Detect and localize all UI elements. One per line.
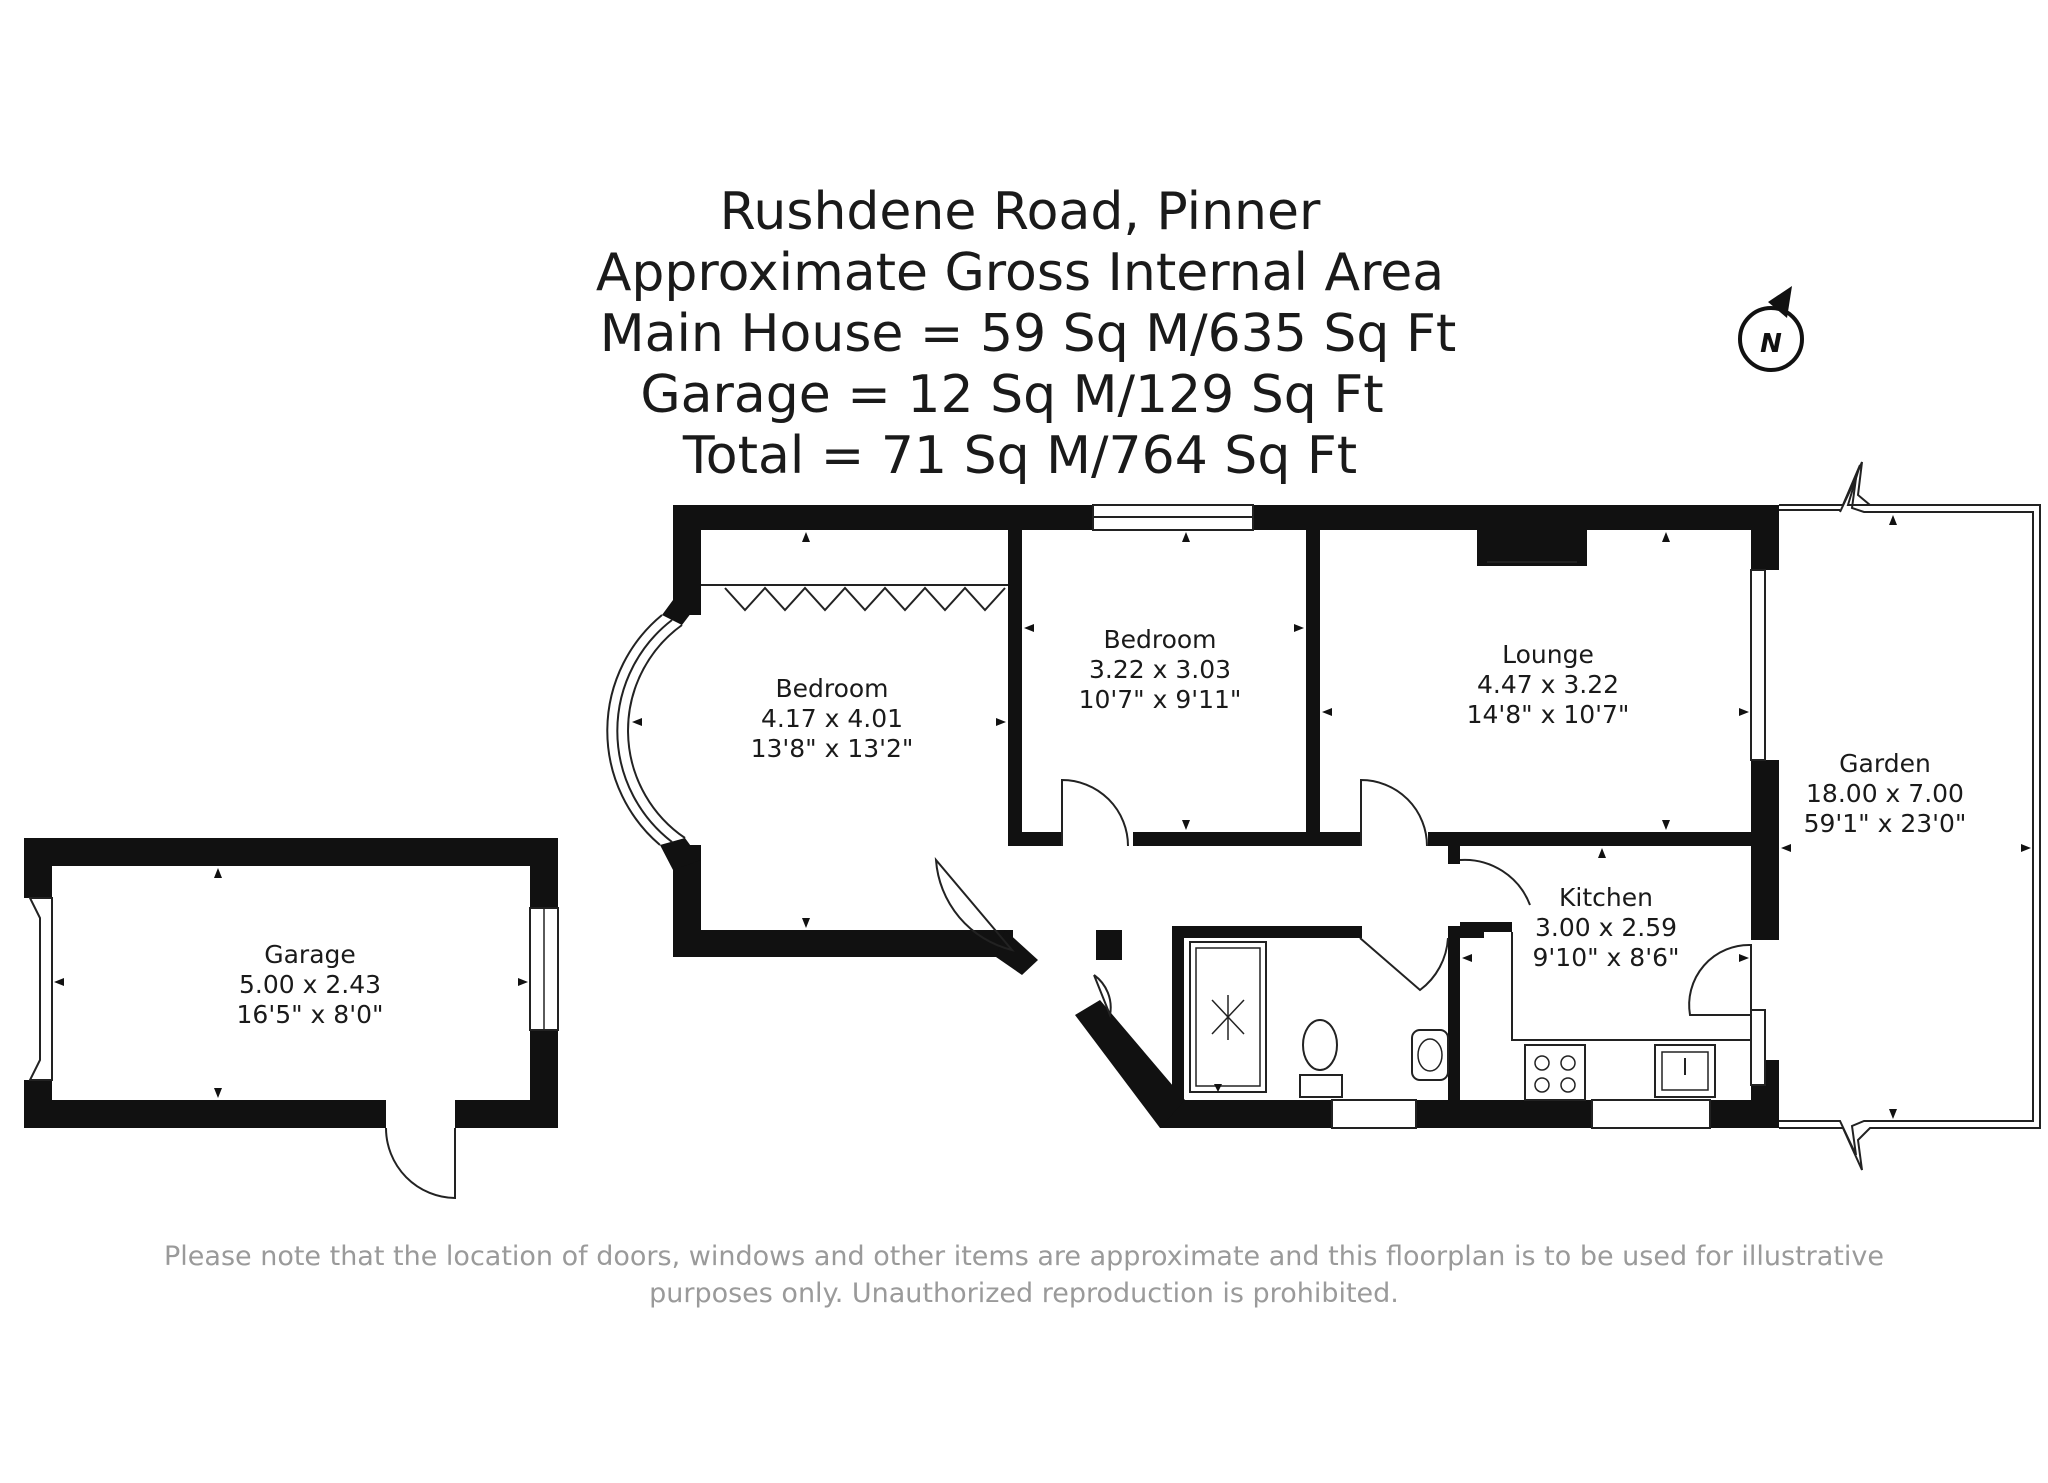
wall-bath-left	[1172, 926, 1184, 1100]
window-bath	[1331, 1099, 1417, 1129]
door-hall	[1093, 974, 1112, 1019]
wall-bath-top	[1172, 926, 1362, 938]
door-bed2	[1061, 778, 1129, 847]
door-kitchen	[1459, 858, 1531, 906]
wall-bay-top	[662, 600, 701, 625]
toilet-icon	[1302, 1019, 1338, 1071]
basin-icon	[1411, 1029, 1449, 1081]
header-address: Rushdene Road, Pinner	[720, 182, 1321, 242]
wall-bed2-bottom-left	[1008, 832, 1062, 846]
room-label-bedroom-2: Bedroom 3.22 x 3.03 10'7" x 9'11"	[1079, 625, 1242, 714]
wall-kitchen-stub	[1448, 846, 1460, 864]
wall-bed1-bottom	[673, 930, 1013, 957]
header-block: Rushdene Road, Pinner Approximate Gross …	[596, 182, 1456, 486]
wall-bath-right	[1448, 926, 1460, 1100]
main-house-walls	[660, 505, 1779, 1128]
room-name: Bedroom	[775, 674, 888, 703]
room-name: Lounge	[1502, 640, 1594, 669]
wall-kitchen-left-ledge	[1460, 922, 1512, 932]
compass-label: N	[1760, 329, 1782, 359]
disclaimer-line-1: Please note that the location of doors, …	[164, 1241, 1884, 1272]
wall-bed1-bed2	[1008, 530, 1022, 840]
room-imperial: 14'8" x 10'7"	[1467, 700, 1630, 729]
wall-lounge-bottom-left	[1306, 832, 1361, 846]
room-label-kitchen: Kitchen 3.00 x 2.59 9'10" x 8'6"	[1533, 883, 1680, 972]
room-imperial: 10'7" x 9'11"	[1079, 685, 1242, 714]
room-metric: 3.00 x 2.59	[1535, 913, 1677, 942]
windows	[1092, 504, 1766, 1129]
window-kitchen-side	[1750, 1009, 1766, 1086]
wall-bed2-bottom-right	[1133, 832, 1320, 846]
chimney-breast	[1477, 530, 1587, 566]
wall-right-upper	[1751, 505, 1779, 570]
room-metric: 18.00 x 7.00	[1806, 779, 1964, 808]
disclaimer-line-2: purposes only. Unauthorized reproduction…	[649, 1278, 1399, 1309]
room-metric: 4.47 x 3.22	[1477, 670, 1619, 699]
garage-walls	[24, 838, 559, 1200]
header-garage: Garage = 12 Sq M/129 Sq Ft	[640, 365, 1383, 425]
garage-wall-bottom-right	[455, 1100, 558, 1128]
header-main-house: Main House = 59 Sq M/635 Sq Ft	[600, 304, 1457, 364]
room-name: Bedroom	[1103, 625, 1216, 654]
room-label-garden: Garden 18.00 x 7.00 59'1" x 23'0"	[1804, 749, 1967, 838]
room-label-garage: Garage 5.00 x 2.43 16'5" x 8'0"	[237, 940, 384, 1029]
window-kitchen	[1591, 1099, 1711, 1129]
room-name: Kitchen	[1559, 883, 1653, 912]
wall-bed1-left-upper	[673, 505, 701, 615]
dimension-markers	[54, 515, 2031, 1119]
room-label-lounge: Lounge 4.47 x 3.22 14'8" x 10'7"	[1467, 640, 1630, 729]
room-imperial: 59'1" x 23'0"	[1804, 809, 1967, 838]
wall-bay-bottom	[660, 838, 701, 870]
room-name: Garden	[1839, 749, 1931, 778]
doors	[934, 778, 1752, 1019]
room-metric: 5.00 x 2.43	[239, 970, 381, 999]
room-name: Garage	[264, 940, 356, 969]
door-bath	[1359, 937, 1449, 992]
wall-angled	[1075, 1000, 1185, 1128]
room-label-bedroom-1: Bedroom 4.17 x 4.01 13'8" x 13'2"	[751, 674, 914, 763]
shower-tray	[1189, 941, 1267, 1093]
garden-outline	[1779, 461, 2041, 1171]
header-total: Total = 71 Sq M/764 Sq Ft	[682, 426, 1357, 486]
header-area-title: Approximate Gross Internal Area	[596, 243, 1444, 303]
wall-right-middle	[1751, 760, 1779, 940]
wall-lounge-bottom-right	[1428, 832, 1779, 846]
garage-wall-right-upper	[530, 838, 558, 908]
wall-bed1-corner	[996, 930, 1038, 975]
wall-hall-left-stub	[1096, 930, 1122, 960]
wardrobe	[701, 584, 1008, 612]
kitchen-fittings	[1511, 932, 1751, 1101]
wall-bottom-left	[1160, 1100, 1332, 1128]
wall-bed2-lounge	[1306, 530, 1320, 840]
garage-wall-top	[24, 838, 558, 866]
bay-window	[606, 614, 686, 846]
wall-bottom-right	[1710, 1100, 1779, 1128]
garage-wall-bottom-left	[24, 1100, 386, 1128]
wall-bottom-mid	[1416, 1100, 1592, 1128]
hob-icon	[1524, 1044, 1586, 1101]
garage-door-opening	[28, 897, 53, 1081]
sink-icon	[1654, 1044, 1716, 1098]
door-lounge	[1360, 778, 1428, 847]
room-metric: 4.17 x 4.01	[761, 704, 903, 733]
door-front	[934, 857, 1015, 952]
room-imperial: 9'10" x 8'6"	[1533, 943, 1680, 972]
north-arrow-icon: N	[1738, 286, 1804, 372]
door-garden	[1688, 943, 1752, 1016]
garage-side-door	[385, 1127, 456, 1200]
disclaimer: Please note that the location of doors, …	[164, 1241, 1884, 1309]
room-imperial: 13'8" x 13'2"	[751, 734, 914, 763]
bathroom-fittings	[1189, 941, 1449, 1098]
window-lounge	[1750, 569, 1766, 761]
room-metric: 3.22 x 3.03	[1089, 655, 1231, 684]
garage-wall-left-upper	[24, 838, 52, 898]
room-imperial: 16'5" x 8'0"	[237, 1000, 384, 1029]
